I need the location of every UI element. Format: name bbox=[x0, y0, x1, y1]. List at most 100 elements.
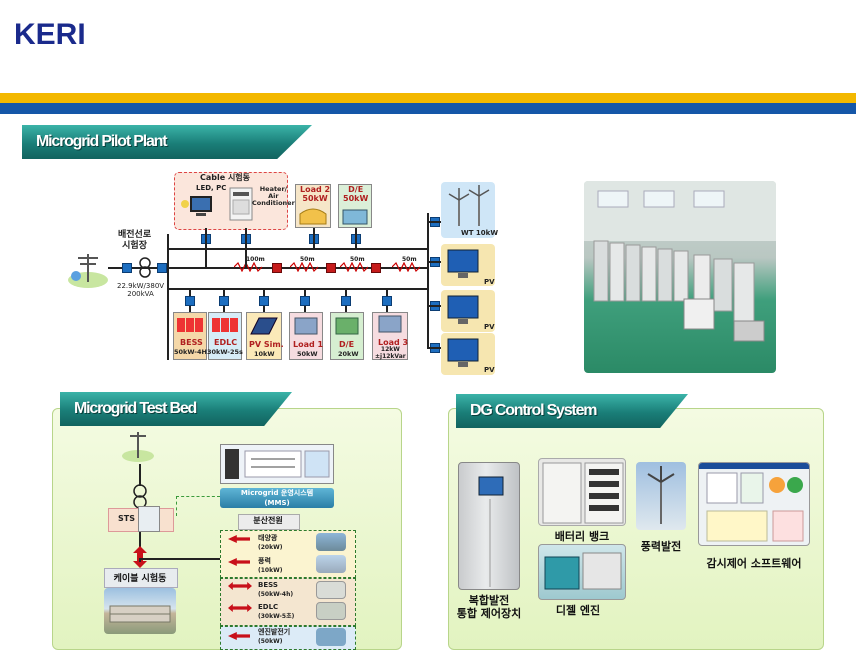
red-node bbox=[272, 263, 282, 273]
arrow-left-icon bbox=[228, 632, 250, 640]
source-name: BESS bbox=[258, 581, 278, 589]
power-pole-icon bbox=[122, 432, 154, 462]
controller-label: 복합발전 통합 제어장치 bbox=[456, 594, 522, 620]
red-node bbox=[326, 263, 336, 273]
arrow-left-icon bbox=[228, 535, 250, 543]
greenhouse-icon bbox=[299, 208, 327, 225]
edlc-photo bbox=[316, 602, 346, 620]
header-stripe-yellow bbox=[0, 93, 856, 103]
battery-icon bbox=[177, 318, 203, 332]
load1-rating: 50kW bbox=[297, 350, 318, 358]
test-bed-banner: Microgrid Test Bed bbox=[60, 392, 292, 426]
heater-label: Heater/ Air Conditioner bbox=[252, 185, 295, 207]
comm-line bbox=[176, 496, 177, 516]
wind-turbine-icon bbox=[647, 466, 675, 524]
bus-node bbox=[157, 263, 167, 273]
header-stripe-blue bbox=[0, 103, 856, 114]
wind-turbine-photo bbox=[636, 462, 686, 530]
pv-label: PV bbox=[484, 366, 495, 374]
arrow-bidirectional-icon bbox=[228, 582, 252, 590]
diesel-engine-icon bbox=[342, 209, 368, 225]
heater-icon bbox=[229, 187, 253, 221]
load3-name: Load 3 bbox=[378, 338, 409, 347]
test-bed-line bbox=[139, 510, 141, 560]
cable-building-label-box bbox=[104, 568, 178, 588]
wind-label: 풍력발전 bbox=[640, 540, 682, 553]
top-feeder bbox=[167, 248, 427, 250]
bess-rating: 50kW-4H bbox=[174, 348, 207, 356]
comm-line bbox=[176, 496, 220, 497]
pilot-plant-banner: Microgrid Pilot Plant bbox=[22, 125, 312, 159]
genset-illustration bbox=[544, 552, 622, 590]
load3-rating: 12kW ±j12kVar bbox=[375, 346, 406, 360]
power-pole-icon bbox=[68, 254, 108, 288]
source-name: 풍력 bbox=[258, 557, 271, 565]
grid-label: 배전선로 시험장 bbox=[118, 230, 152, 251]
keri-logo: KERI bbox=[14, 18, 86, 51]
de-bottom-rating: 20kW bbox=[338, 350, 359, 358]
feeder-tap bbox=[427, 221, 441, 223]
feeder-tap bbox=[427, 261, 441, 263]
segment-label: 50m bbox=[402, 256, 417, 263]
source-name: EDLC bbox=[258, 603, 279, 611]
wind-photo bbox=[316, 555, 346, 573]
source-rating: (10kW) bbox=[258, 567, 283, 574]
source-name: 태양광 bbox=[258, 534, 278, 542]
test-bed-line bbox=[139, 560, 141, 562]
battery-rack-illustration bbox=[542, 462, 624, 524]
feeder-tap bbox=[427, 305, 441, 307]
pc-monitor-icon bbox=[447, 249, 479, 278]
pv-label: PV bbox=[484, 278, 495, 286]
line-impedance-icon bbox=[392, 262, 420, 272]
cable-building-label: 케이블 시험동 bbox=[113, 574, 167, 584]
feeder-drop bbox=[355, 228, 357, 248]
red-node bbox=[371, 263, 381, 273]
pc-monitor-icon bbox=[447, 295, 479, 324]
wt-label: WT 10kW bbox=[461, 229, 499, 237]
bess-name: BESS bbox=[180, 338, 203, 347]
source-rating: (50kW) bbox=[258, 638, 283, 645]
dist-label: 분산전원 bbox=[253, 516, 283, 525]
cable-building-title: Cable 시험동 bbox=[200, 173, 251, 182]
diesel-engine-icon bbox=[335, 317, 359, 335]
software-label: 감시제어 소프트웨어 bbox=[706, 557, 802, 570]
diesel-engine-photo bbox=[538, 544, 626, 600]
feeder-drop bbox=[205, 228, 207, 268]
transformer-icon bbox=[139, 257, 151, 278]
software-screenshot bbox=[698, 462, 810, 546]
feeder-tap bbox=[427, 347, 441, 349]
edlc-rating: 30kW-25s bbox=[207, 348, 243, 356]
bus-node bbox=[122, 263, 132, 273]
main-bus bbox=[108, 267, 428, 269]
line-impedance-icon bbox=[340, 262, 368, 272]
battery-bank-photo bbox=[538, 458, 626, 526]
mms-screen-illustration bbox=[225, 449, 330, 479]
vertical-bus bbox=[167, 234, 169, 360]
source-rating: (50kW-4h) bbox=[258, 591, 294, 598]
bess-photo bbox=[316, 581, 346, 599]
lab-room-illustration bbox=[584, 181, 776, 342]
de-top-label: D/E 50kW bbox=[343, 185, 369, 203]
load-icon bbox=[294, 317, 318, 335]
load2-label: Load 2 50kW bbox=[300, 185, 331, 203]
battery-label: 배터리 뱅크 bbox=[554, 530, 610, 543]
line-impedance-icon bbox=[234, 262, 263, 272]
test-bed-feeder bbox=[139, 558, 220, 560]
feeder-drop bbox=[245, 228, 247, 268]
mms-label-box bbox=[220, 488, 334, 508]
arrow-bidirectional-icon bbox=[228, 604, 252, 612]
bus-node bbox=[300, 296, 310, 306]
pc-icon bbox=[181, 196, 212, 216]
bidirectional-arrow-icon bbox=[133, 546, 147, 568]
led-pc-label: LED, PC bbox=[196, 184, 227, 192]
segment-label: 50m bbox=[300, 256, 315, 263]
segment-label: 50m bbox=[350, 256, 365, 263]
source-name: 엔진발전기 bbox=[258, 628, 291, 636]
load-icon bbox=[378, 315, 402, 333]
mms-screen bbox=[220, 444, 334, 484]
test-bed-line bbox=[139, 464, 141, 486]
pv-label: PV bbox=[484, 323, 495, 331]
capacitor-icon bbox=[212, 318, 238, 332]
bottom-feeder bbox=[167, 288, 427, 290]
